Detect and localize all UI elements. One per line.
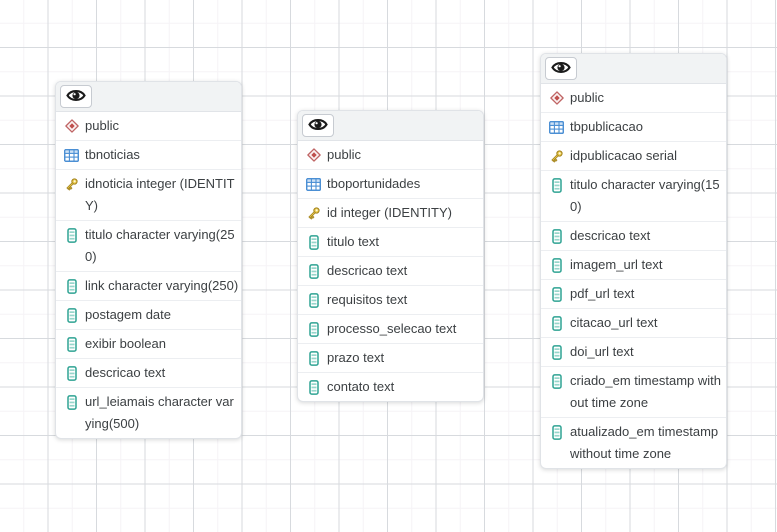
column-row: pdf_url text — [541, 279, 726, 308]
column-definition: contato text — [327, 379, 395, 394]
details-toggle-button[interactable] — [302, 114, 334, 137]
column-definition: link character varying(250) — [85, 278, 239, 293]
schema-row: public — [298, 141, 483, 169]
column-row: contato text — [298, 372, 483, 401]
column-icon — [549, 225, 564, 247]
column-row: titulo character varying(250) — [56, 220, 241, 271]
eye-icon — [551, 60, 571, 78]
column-definition: atualizado_em timestamp without time zon… — [570, 424, 719, 461]
primary-key-icon — [549, 145, 564, 167]
column-row: citacao_url text — [541, 308, 726, 337]
column-row: doi_url text — [541, 337, 726, 366]
column-definition: processo_selecao text — [327, 321, 457, 336]
column-icon — [306, 347, 321, 369]
eye-icon — [66, 88, 86, 106]
column-icon — [64, 362, 79, 384]
column-row: titulo character varying(150) — [541, 170, 726, 221]
column-icon — [549, 370, 564, 392]
column-definition: pdf_url text — [570, 286, 635, 301]
column-row: postagem date — [56, 300, 241, 329]
schema-icon — [549, 87, 564, 109]
table-icon — [306, 173, 321, 195]
table-card-header — [56, 82, 241, 112]
column-definition: titulo character varying(250) — [85, 227, 235, 264]
column-definition: doi_url text — [570, 344, 634, 359]
column-row: atualizado_em timestamp without time zon… — [541, 417, 726, 468]
table-name-row: tbnoticias — [56, 140, 241, 169]
schema-row: public — [56, 112, 241, 140]
schema-row: public — [541, 84, 726, 112]
column-definition: descricao text — [570, 228, 651, 243]
schema-icon — [306, 144, 321, 166]
column-definition: citacao_url text — [570, 315, 658, 330]
schema-icon — [64, 115, 79, 137]
schema-name: public — [570, 90, 604, 105]
column-icon — [306, 318, 321, 340]
column-definition: descricao text — [327, 263, 408, 278]
column-row: id integer (IDENTITY) — [298, 198, 483, 227]
details-toggle-button[interactable] — [60, 85, 92, 108]
column-row: criado_em timestamp without time zone — [541, 366, 726, 417]
column-definition: imagem_url text — [570, 257, 663, 272]
table-icon — [549, 116, 564, 138]
column-row: descricao text — [298, 256, 483, 285]
table-card-header — [541, 54, 726, 84]
table-name: tbpublicacao — [570, 119, 643, 134]
column-row: exibir boolean — [56, 329, 241, 358]
column-icon — [549, 312, 564, 334]
column-icon — [64, 304, 79, 326]
column-row: prazo text — [298, 343, 483, 372]
column-definition: postagem date — [85, 307, 172, 322]
column-row: url_leiamais character varying(500) — [56, 387, 241, 438]
table-card-tbpublicacao[interactable]: public tbpublicacao idpublicacao serial tit… — [540, 53, 727, 469]
table-card-tboportunidades[interactable]: public tboportunidades id integer (IDENTIT… — [297, 110, 484, 402]
schema-name: public — [327, 147, 361, 162]
column-definition: prazo text — [327, 350, 385, 365]
column-icon — [64, 275, 79, 297]
schema-name: public — [85, 118, 119, 133]
column-row: link character varying(250) — [56, 271, 241, 300]
column-definition: id integer (IDENTITY) — [327, 205, 452, 220]
column-row: idnoticia integer (IDENTITY) — [56, 169, 241, 220]
column-definition: titulo character varying(150) — [570, 177, 720, 214]
column-icon — [64, 224, 79, 246]
column-icon — [306, 376, 321, 398]
column-icon — [549, 254, 564, 276]
column-icon — [549, 421, 564, 443]
column-icon — [549, 341, 564, 363]
table-name: tbnoticias — [85, 147, 140, 162]
column-row: descricao text — [56, 358, 241, 387]
column-definition: url_leiamais character varying(500) — [85, 394, 234, 431]
table-name-row: tboportunidades — [298, 169, 483, 198]
table-icon — [64, 144, 79, 166]
primary-key-icon — [306, 202, 321, 224]
column-icon — [549, 283, 564, 305]
column-definition: exibir boolean — [85, 336, 166, 351]
column-definition: requisitos text — [327, 292, 408, 307]
column-row: processo_selecao text — [298, 314, 483, 343]
column-row: idpublicacao serial — [541, 141, 726, 170]
details-toggle-button[interactable] — [545, 57, 577, 80]
column-definition: titulo text — [327, 234, 380, 249]
column-row: imagem_url text — [541, 250, 726, 279]
column-definition: descricao text — [85, 365, 166, 380]
column-icon — [64, 333, 79, 355]
column-row: descricao text — [541, 221, 726, 250]
table-name: tboportunidades — [327, 176, 421, 191]
table-card-header — [298, 111, 483, 141]
column-icon — [306, 289, 321, 311]
column-definition: idpublicacao serial — [570, 148, 677, 163]
primary-key-icon — [64, 173, 79, 195]
column-icon — [549, 174, 564, 196]
column-icon — [306, 260, 321, 282]
column-row: titulo text — [298, 227, 483, 256]
column-icon — [64, 391, 79, 413]
column-icon — [306, 231, 321, 253]
column-definition: criado_em timestamp without time zone — [570, 373, 721, 410]
table-name-row: tbpublicacao — [541, 112, 726, 141]
column-definition: idnoticia integer (IDENTITY) — [85, 176, 235, 213]
column-row: requisitos text — [298, 285, 483, 314]
table-card-tbnoticias[interactable]: public tbnoticias idnoticia integer (IDENT… — [55, 81, 242, 439]
eye-icon — [308, 117, 328, 135]
